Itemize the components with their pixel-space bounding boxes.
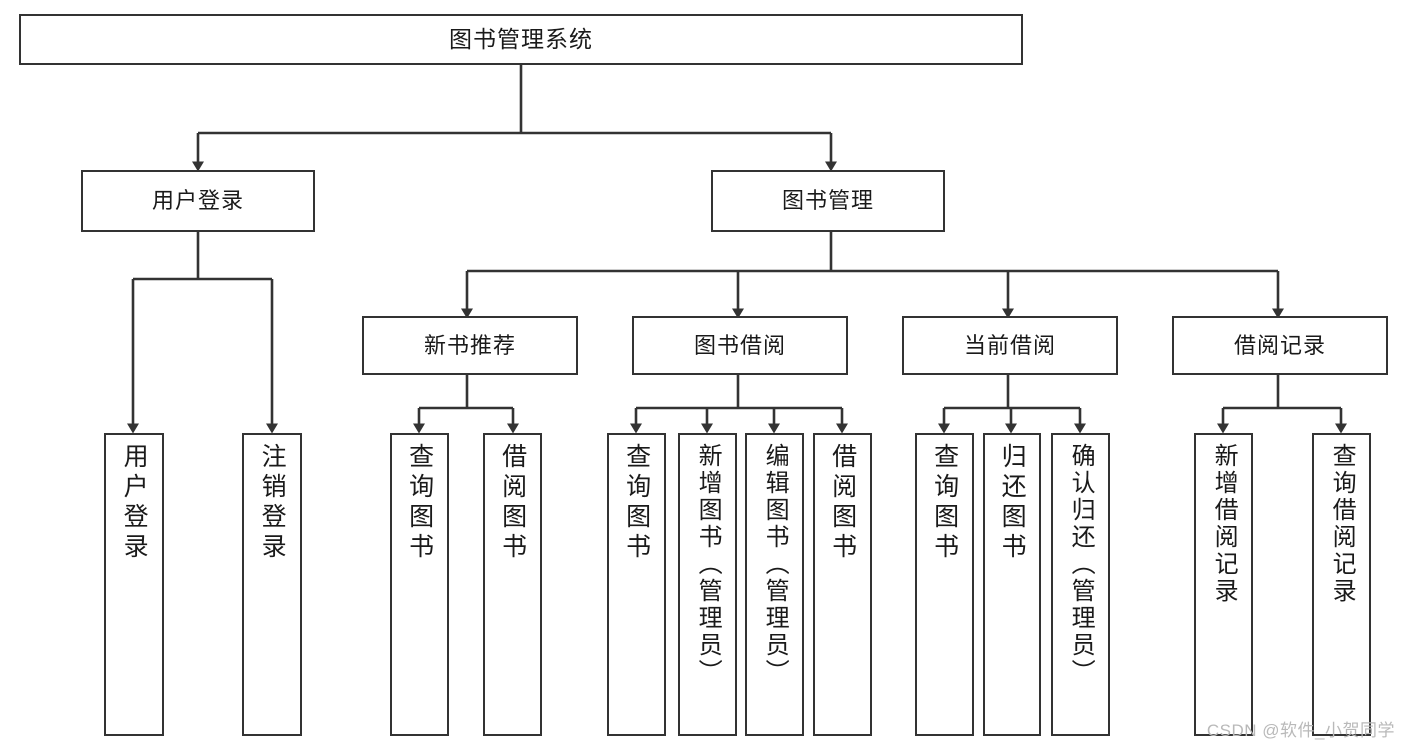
node-label: 借阅记录 — [1233, 332, 1326, 358]
leaf-add-borrow-record[interactable]: 新增借阅记录 — [1194, 433, 1253, 736]
node-label: 新书推荐 — [423, 332, 516, 358]
node-book-borrowing[interactable]: 图书借阅 — [632, 316, 848, 375]
node-label: 图书管理系统 — [449, 25, 593, 52]
node-label: 编辑图书（管理员） — [761, 443, 789, 686]
leaf-edit-book-admin[interactable]: 编辑图书（管理员） — [745, 433, 804, 736]
node-borrowing-record[interactable]: 借阅记录 — [1172, 316, 1388, 375]
node-book-management[interactable]: 图书管理 — [711, 170, 945, 232]
node-label: 图书管理 — [781, 188, 874, 214]
node-label: 注销登录 — [258, 443, 287, 563]
node-root-book-management-system[interactable]: 图书管理系统 — [19, 14, 1023, 65]
node-current-borrowing[interactable]: 当前借阅 — [902, 316, 1118, 375]
node-label: 归还图书 — [998, 443, 1027, 563]
leaf-query-book-current[interactable]: 查询图书 — [915, 433, 974, 736]
node-label: 借阅图书 — [828, 443, 857, 563]
leaf-return-book[interactable]: 归还图书 — [983, 433, 1041, 736]
leaf-logout[interactable]: 注销登录 — [242, 433, 302, 736]
leaf-user-login[interactable]: 用户登录 — [104, 433, 164, 736]
leaf-query-book-borrow[interactable]: 查询图书 — [607, 433, 666, 736]
node-label: 用户登录 — [151, 188, 244, 214]
node-label: 新增借阅记录 — [1210, 443, 1238, 605]
node-user-login[interactable]: 用户登录 — [81, 170, 315, 232]
node-label: 查询图书 — [930, 443, 959, 563]
leaf-query-book-recommend[interactable]: 查询图书 — [390, 433, 449, 736]
leaf-add-book-admin[interactable]: 新增图书（管理员） — [678, 433, 737, 736]
csdn-watermark: CSDN @软件_小贺同学 — [1206, 721, 1395, 740]
node-new-book-recommendation[interactable]: 新书推荐 — [362, 316, 578, 375]
node-label: 图书借阅 — [693, 332, 786, 358]
leaf-query-borrow-record[interactable]: 查询借阅记录 — [1312, 433, 1371, 736]
leaf-confirm-return-admin[interactable]: 确认归还（管理员） — [1051, 433, 1110, 736]
node-label: 新增图书（管理员） — [694, 443, 722, 686]
node-label: 借阅图书 — [498, 443, 527, 563]
node-label: 查询图书 — [622, 443, 651, 563]
leaf-borrow-book-recommend[interactable]: 借阅图书 — [483, 433, 542, 736]
node-label: 查询借阅记录 — [1328, 443, 1356, 605]
node-label: 查询图书 — [405, 443, 434, 563]
node-label: 用户登录 — [120, 443, 149, 563]
node-label: 当前借阅 — [963, 332, 1056, 358]
node-label: 确认归还（管理员） — [1067, 443, 1095, 686]
leaf-borrow-book[interactable]: 借阅图书 — [813, 433, 872, 736]
